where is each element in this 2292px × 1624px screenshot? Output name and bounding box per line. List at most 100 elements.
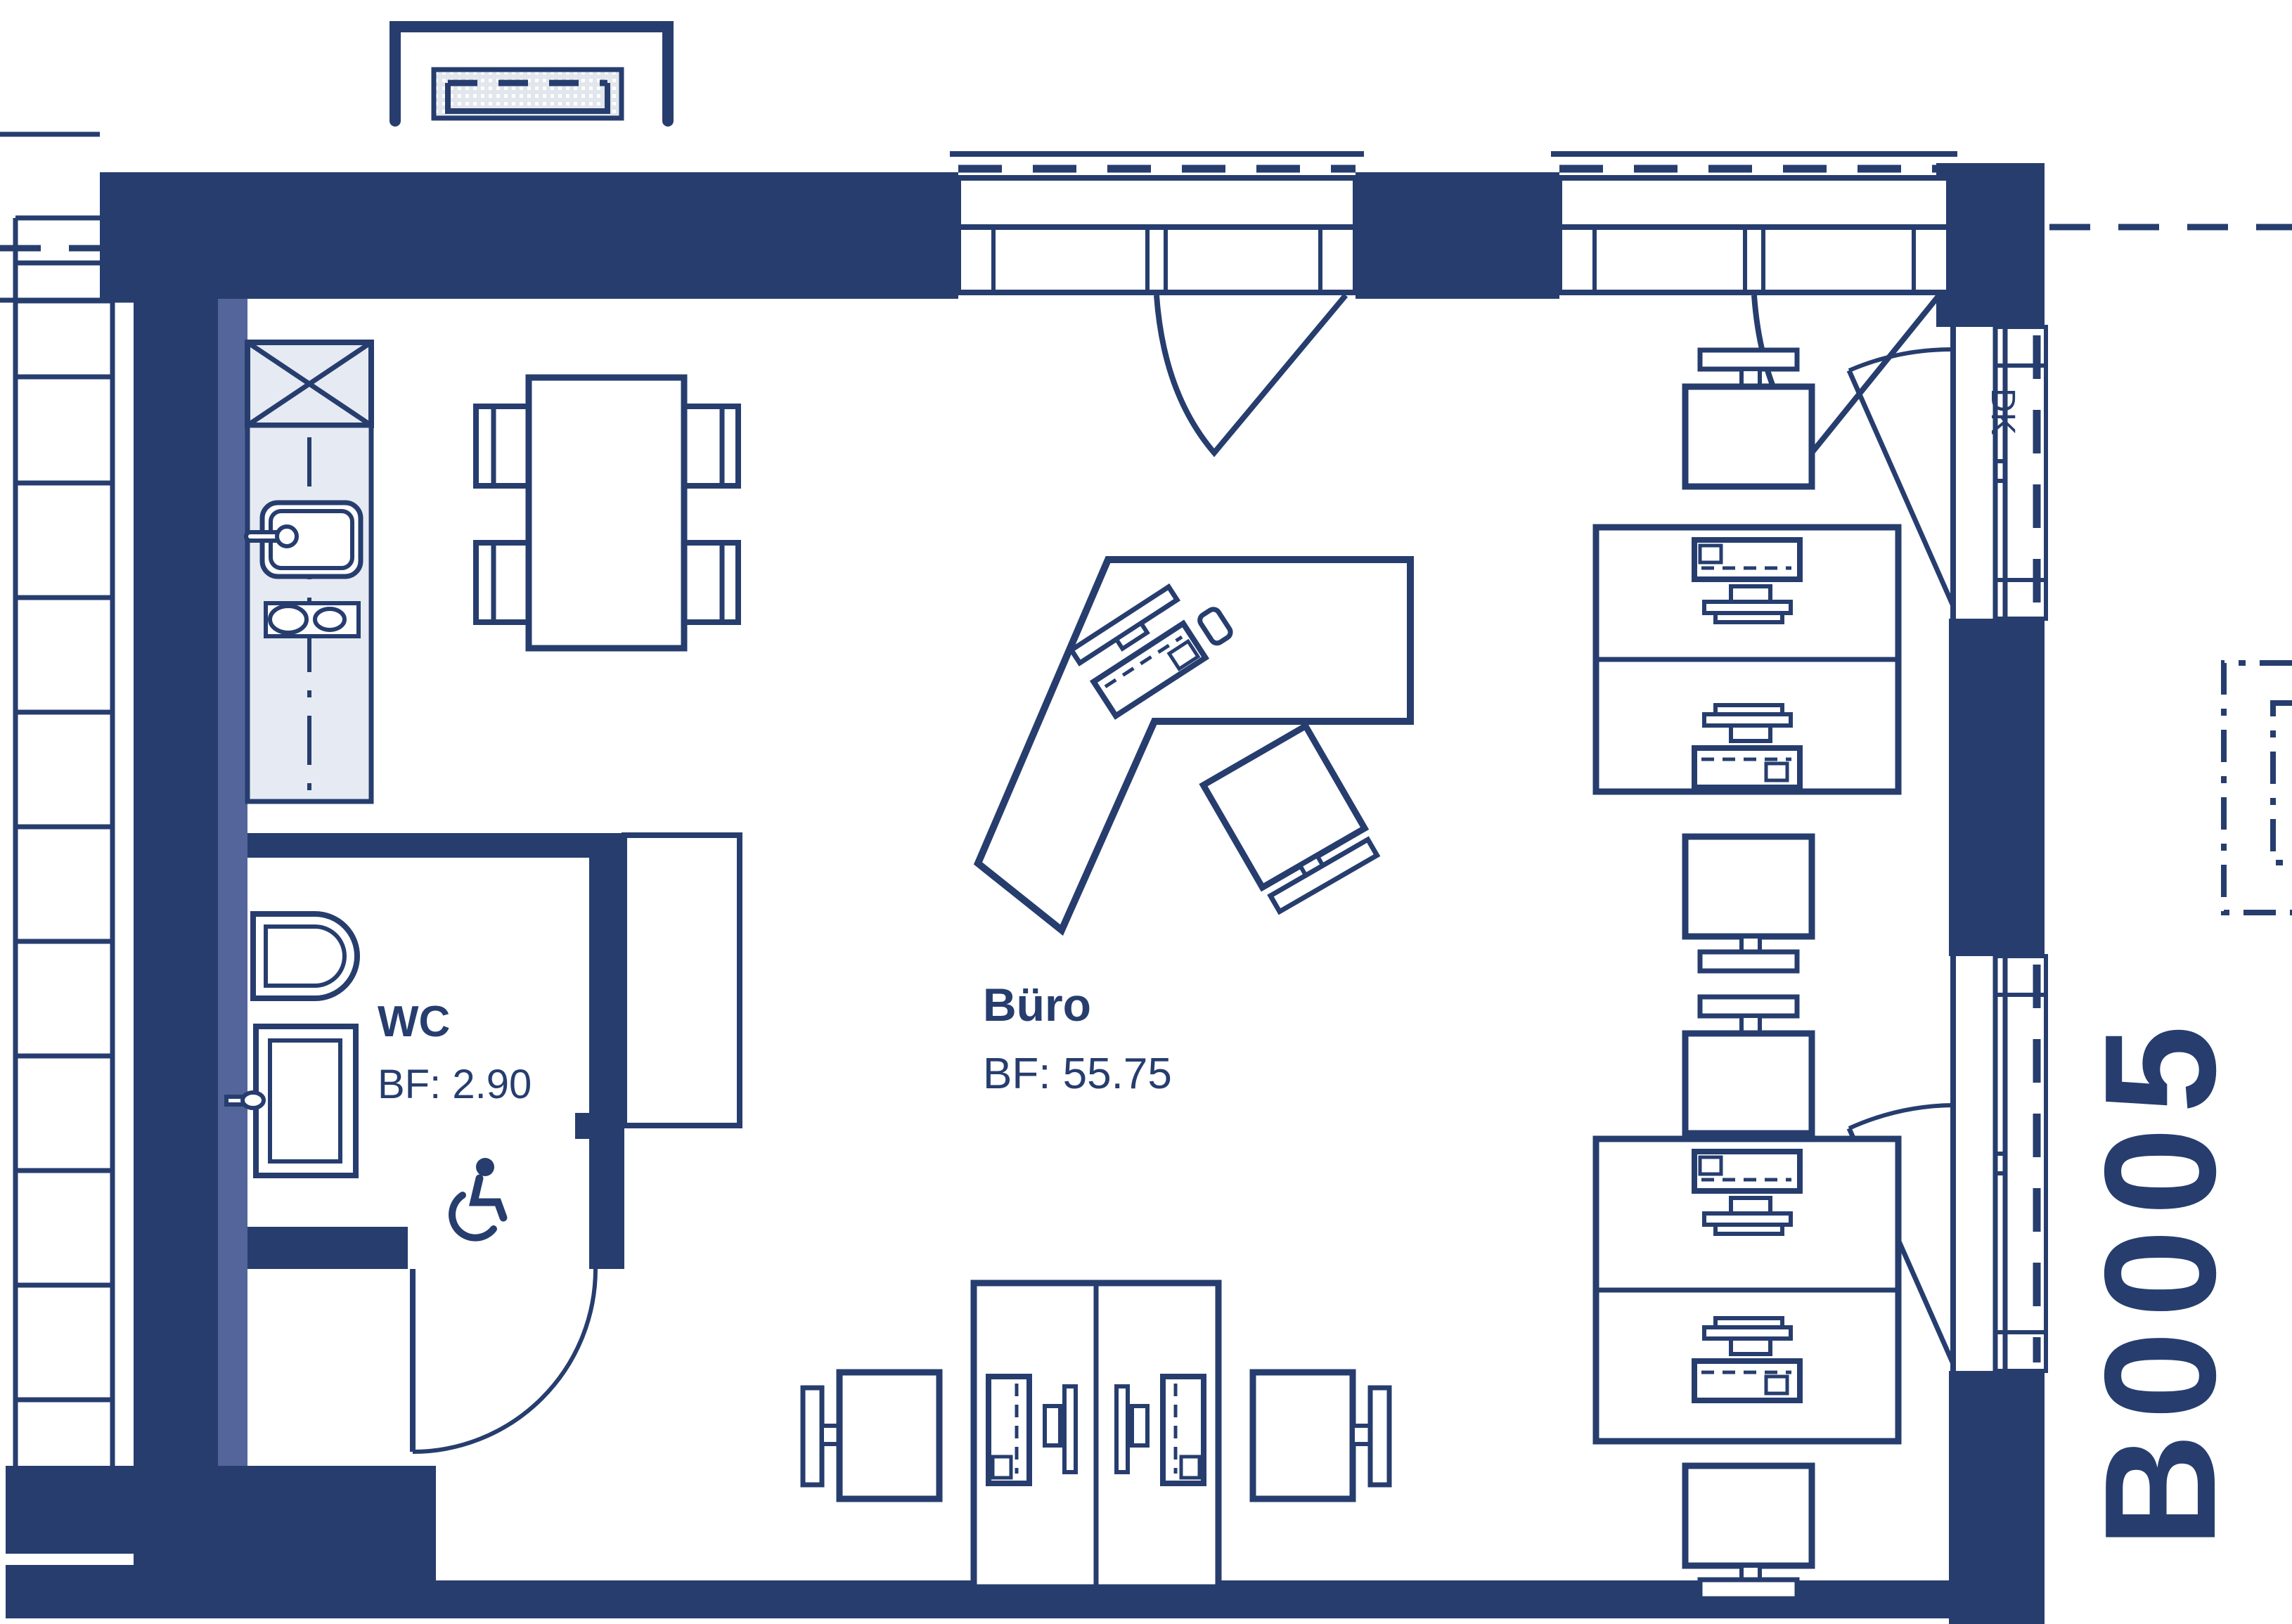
wall-north-a [100, 172, 958, 299]
overhang-bracket-inner [2270, 700, 2292, 865]
desk-block-east-1 [1592, 524, 1902, 795]
chair-seat [1682, 833, 1815, 940]
wall-west [134, 172, 218, 1466]
chair-seat [1682, 383, 1815, 490]
room-label-buero: Büro [983, 979, 1091, 1031]
chair-neck [1351, 1424, 1372, 1446]
wall-joint-seam [6, 1554, 134, 1565]
window-end-block-l [1557, 225, 1597, 295]
overhang-bracket-group [2221, 660, 2292, 915]
grille-inner-bracket [445, 83, 610, 114]
walls [6, 163, 2045, 1624]
toilet-inner [268, 1038, 342, 1164]
shaft-cross [246, 340, 373, 427]
meeting-table [525, 374, 688, 652]
wall-west-finish-strip [218, 299, 247, 1466]
office-chairs-east [1682, 347, 1815, 1602]
monitor-stand [1130, 1404, 1150, 1448]
desk-block-east-2 [1592, 1135, 1902, 1445]
mouse-icon [1197, 607, 1233, 646]
monitor-icon [1114, 1384, 1130, 1474]
monitor-base [1713, 611, 1784, 624]
keyboard-numpad [1764, 1374, 1789, 1396]
monitor-stand [1113, 620, 1150, 652]
chair-backrest [1267, 836, 1381, 915]
wheelchair-body [469, 1174, 508, 1222]
window-end-block-b [1993, 1330, 2048, 1373]
wheelchair-head [476, 1158, 494, 1176]
exterior-vent-grille [389, 21, 674, 127]
keyboard-icon [1160, 1374, 1206, 1486]
chair-seat [836, 1369, 943, 1502]
chair-backrest [1697, 949, 1800, 974]
window-end-block-r [1912, 225, 1951, 295]
window-end-block-b [1993, 578, 2048, 621]
keyboard-numpad [1698, 1155, 1723, 1176]
window-end-block-t [1993, 325, 2048, 368]
chair-backrest [1697, 1577, 1800, 1602]
keyboard-numpad [1764, 761, 1789, 782]
window-frame-box [1557, 175, 1952, 230]
wall-wc-east-foot [575, 1113, 624, 1139]
door-leaf [1846, 369, 1956, 607]
window-end-block-r [1318, 225, 1358, 295]
door-swing-arc [412, 1268, 598, 1454]
faucet [275, 524, 299, 548]
window-north-1 [950, 151, 1364, 458]
chair-backrest [1697, 994, 1800, 1019]
keyboard-keys [1104, 635, 1183, 688]
monitor-stand [1729, 1336, 1772, 1356]
window-type-label: DK [1984, 388, 2021, 435]
door-swing-arc [1848, 347, 1954, 373]
wall-wc-north [247, 833, 624, 858]
window-sill-box [955, 224, 1358, 295]
window-end-block-t [1993, 954, 2048, 997]
door-wc [410, 1268, 598, 1454]
exterior-stair-ladder [13, 215, 115, 1466]
workstation-center [973, 556, 1414, 936]
monitor-icon [1062, 1384, 1078, 1474]
keyboard-numpad [1166, 638, 1201, 671]
window-sill-box [1557, 224, 1952, 295]
keyboard-icon [1692, 537, 1803, 582]
kitchenette [244, 340, 374, 804]
keyboard-icon [986, 1374, 1032, 1486]
wall-north-east-corner [1936, 163, 2045, 327]
wc-fixtures [224, 911, 360, 1178]
window-east-dk [1846, 325, 2048, 621]
wardrobe-cabinet [622, 832, 742, 1128]
desk-block-south [970, 1280, 1222, 1591]
desk-equipment [1067, 583, 1233, 720]
chair-backrest [1697, 347, 1800, 372]
tilt-turn-symbol [1154, 293, 1348, 458]
overhang-bracket-outer [2221, 660, 2292, 915]
chair-seat [1682, 1462, 1815, 1569]
chair-backrest [1367, 1385, 1392, 1488]
keyboard-numpad [1698, 543, 1723, 565]
wc-basin-inner [264, 924, 347, 988]
door-swing-arc [1848, 1103, 1954, 1130]
room-area-wc: BF: 2.90 [378, 1062, 532, 1107]
keyboard-icon [1692, 1149, 1803, 1194]
meeting-table-group [473, 374, 741, 652]
wall-north-b [1356, 172, 1559, 299]
window-end-block-l [956, 225, 996, 295]
room-label-wc: WC [378, 998, 450, 1046]
office-chairs-south [800, 1369, 1392, 1502]
room-area-buero: BF: 55.75 [983, 1050, 1172, 1098]
window-frame-box [955, 175, 1358, 230]
office-chair-center [1199, 721, 1381, 915]
keyboard-icon [1692, 745, 1803, 790]
chair-seat [1682, 1030, 1815, 1137]
chair-backrest [800, 1385, 825, 1488]
chair-seat [1249, 1369, 1356, 1502]
keyboard-numpad [991, 1455, 1013, 1480]
wall-wc-east [589, 833, 624, 1269]
monitor-base [1713, 1223, 1784, 1236]
wheelchair-wheel [449, 1192, 497, 1242]
wall-wc-south [247, 1227, 408, 1269]
wc-basin-outer [250, 911, 360, 1001]
keyboard-icon [1692, 1358, 1803, 1403]
